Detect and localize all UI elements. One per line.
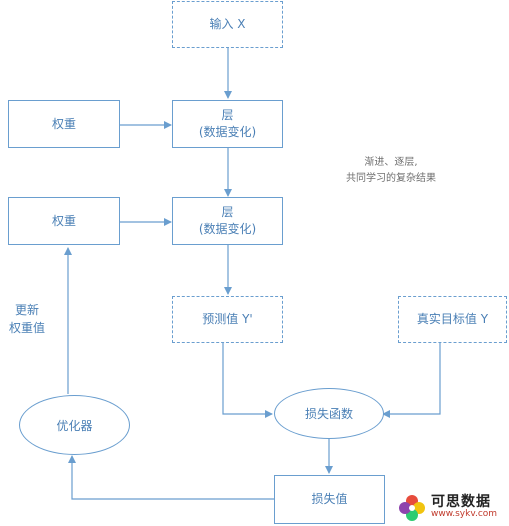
layer-2-subtitle: (数据变化) bbox=[198, 222, 257, 236]
update-line-1: 更新 bbox=[14, 303, 39, 317]
weight-node-1: 权重 bbox=[8, 100, 120, 148]
note-line-1: 渐进、逐层, bbox=[364, 157, 418, 168]
loss-function-label: 损失函数 bbox=[304, 407, 353, 421]
arrow-target-to-loss-function bbox=[382, 343, 441, 418]
update-weights-label: 更新 权重值 bbox=[0, 301, 54, 337]
weight-2-label: 权重 bbox=[51, 213, 76, 228]
arrow-loss-value-to-optimizer bbox=[68, 455, 274, 500]
optimizer-label: 优化器 bbox=[56, 418, 93, 433]
input-x-node: 输入 X bbox=[172, 1, 283, 48]
progressive-learning-note: 渐进、逐层, 共同学习的复杂结果 bbox=[336, 155, 446, 187]
watermark: 可思数据 www.sykv.com bbox=[393, 489, 509, 526]
watermark-url: www.sykv.com bbox=[431, 509, 498, 519]
loss-value-node: 损失值 bbox=[274, 475, 385, 524]
layer-node-2: 层 (数据变化) bbox=[172, 197, 283, 245]
layer-1-subtitle: (数据变化) bbox=[198, 125, 257, 139]
true-target-node: 真实目标值 Y bbox=[398, 296, 507, 343]
true-target-label: 真实目标值 Y bbox=[416, 312, 489, 326]
weight-node-2: 权重 bbox=[8, 197, 120, 245]
loss-value-label: 损失值 bbox=[311, 492, 348, 506]
input-x-label: 输入 X bbox=[209, 17, 246, 31]
optimizer-node: 优化器 bbox=[19, 395, 130, 455]
prediction-node: 预测值 Y' bbox=[172, 296, 283, 343]
watermark-name: 可思数据 bbox=[431, 494, 491, 510]
arrow-prediction-to-loss-function bbox=[222, 343, 273, 418]
layer-1-title: 层 bbox=[221, 108, 234, 122]
loss-function-node: 损失函数 bbox=[274, 388, 384, 439]
layer-2-title: 层 bbox=[221, 205, 234, 219]
weight-1-label: 权重 bbox=[51, 116, 76, 131]
layer-node-1: 层 (数据变化) bbox=[172, 100, 283, 148]
update-line-2: 权重值 bbox=[8, 321, 45, 335]
watermark-flower-icon bbox=[399, 495, 425, 521]
note-line-2: 共同学习的复杂结果 bbox=[346, 173, 436, 184]
prediction-label: 预测值 Y' bbox=[202, 312, 253, 326]
